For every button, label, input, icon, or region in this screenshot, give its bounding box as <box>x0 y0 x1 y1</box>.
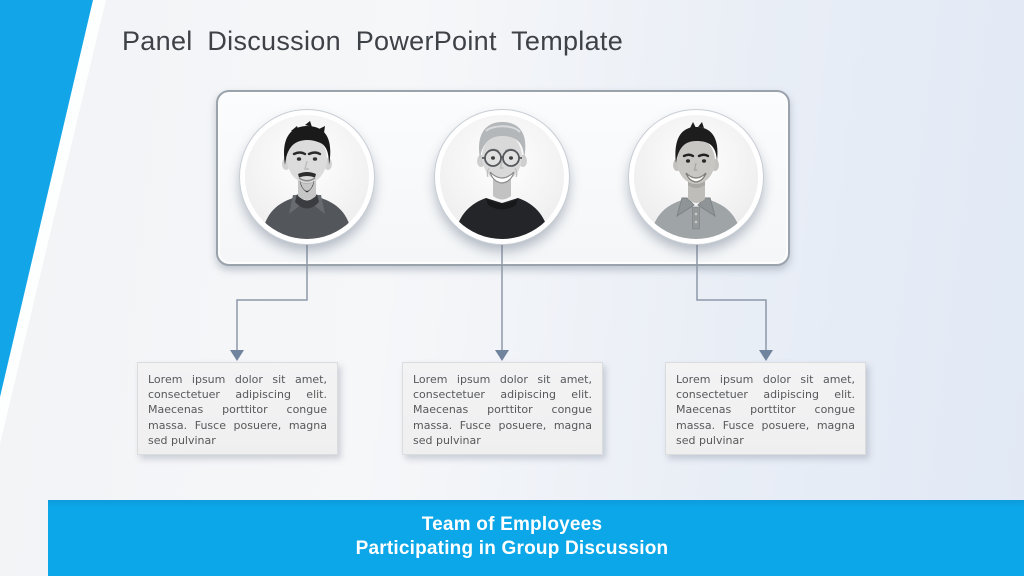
footer-caption: Team of Employees Participating in Group… <box>48 513 976 561</box>
older-man-glasses-portrait-icon <box>440 115 564 239</box>
blue-corner-accent-shape <box>0 0 106 444</box>
panelist-photo-3 <box>629 110 763 244</box>
portrait-2-illustration <box>440 115 564 239</box>
footer-caption-line-2: Participating in Group Discussion <box>355 538 669 559</box>
panelist-photo-2 <box>435 110 569 244</box>
callout-box-1: Lorem ipsum dolor sit amet, consectetuer… <box>137 362 338 455</box>
man-dark-hair-goatee-portrait-icon <box>245 115 369 239</box>
portrait-3-illustration <box>634 115 758 239</box>
callout-box-3: Lorem ipsum dolor sit amet, consectetuer… <box>665 362 866 455</box>
callout-box-2: Lorem ipsum dolor sit amet, consectetuer… <box>402 362 603 455</box>
portrait-1-illustration <box>245 115 369 239</box>
panelist-photo-1 <box>240 110 374 244</box>
young-man-polo-portrait-icon <box>634 115 758 239</box>
footer-banner: Team of Employees Participating in Group… <box>48 500 1024 576</box>
slide-title: Panel Discussion PowerPoint Template <box>122 26 624 56</box>
footer-caption-line-1: Team of Employees <box>421 514 603 535</box>
